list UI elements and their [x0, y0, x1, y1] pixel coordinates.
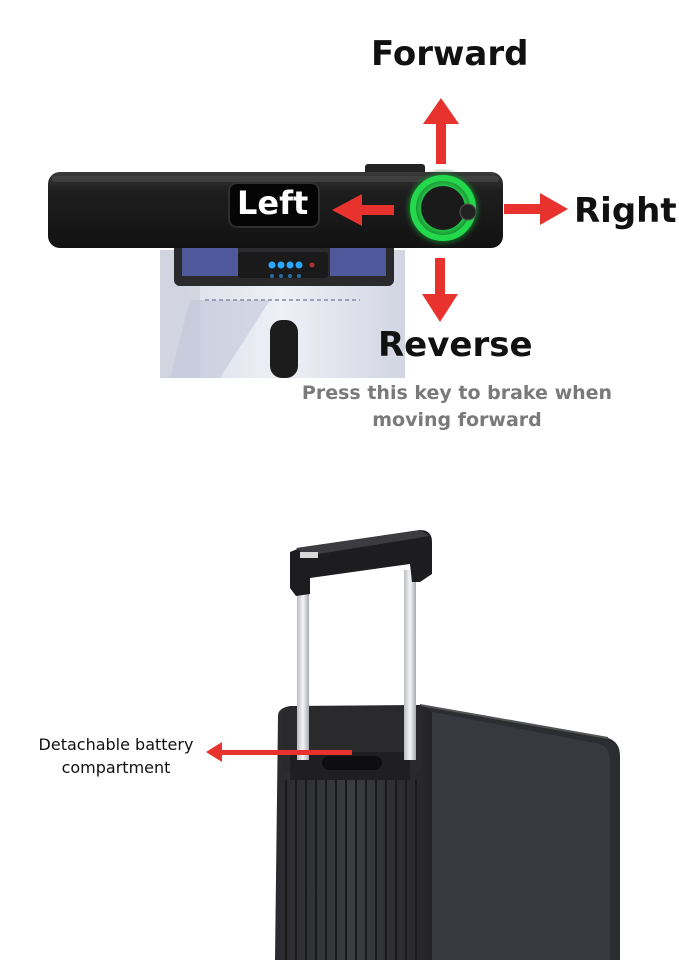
brake-note: Press this key to brake when moving forw…	[300, 380, 614, 434]
battery-indicator	[238, 252, 328, 278]
battery-led	[286, 261, 294, 269]
joystick-icon: ᅟ	[403, 168, 487, 248]
battery-callout-line2: compartment	[61, 758, 171, 777]
arrow-right-icon	[504, 193, 568, 225]
battery-callout: Detachable battery compartment	[26, 733, 206, 779]
battery-callout-line1: Detachable battery	[38, 735, 194, 754]
svg-text:ᅟ: ᅟ	[482, 228, 487, 234]
suitcase-body-translucent	[160, 240, 405, 378]
right-label: Right	[574, 191, 677, 231]
arrow-down-icon	[422, 258, 458, 322]
direction-arrows	[332, 98, 568, 322]
battery-compartment	[322, 756, 382, 770]
left-label: Left	[237, 184, 309, 222]
reverse-label: Reverse	[378, 325, 533, 365]
battery-led	[277, 261, 285, 269]
arrow-left-icon	[332, 194, 394, 226]
forward-label: Forward	[371, 34, 529, 74]
left-key	[228, 182, 320, 228]
brake-note-line2: moving forward	[372, 409, 542, 431]
battery-led	[295, 261, 303, 269]
suitcase-photo	[275, 530, 620, 960]
battery-led	[268, 261, 276, 269]
brake-note-line1: Press this key to brake when	[301, 382, 613, 404]
arrow-left-icon	[206, 742, 352, 762]
arrow-up-icon	[423, 98, 459, 164]
